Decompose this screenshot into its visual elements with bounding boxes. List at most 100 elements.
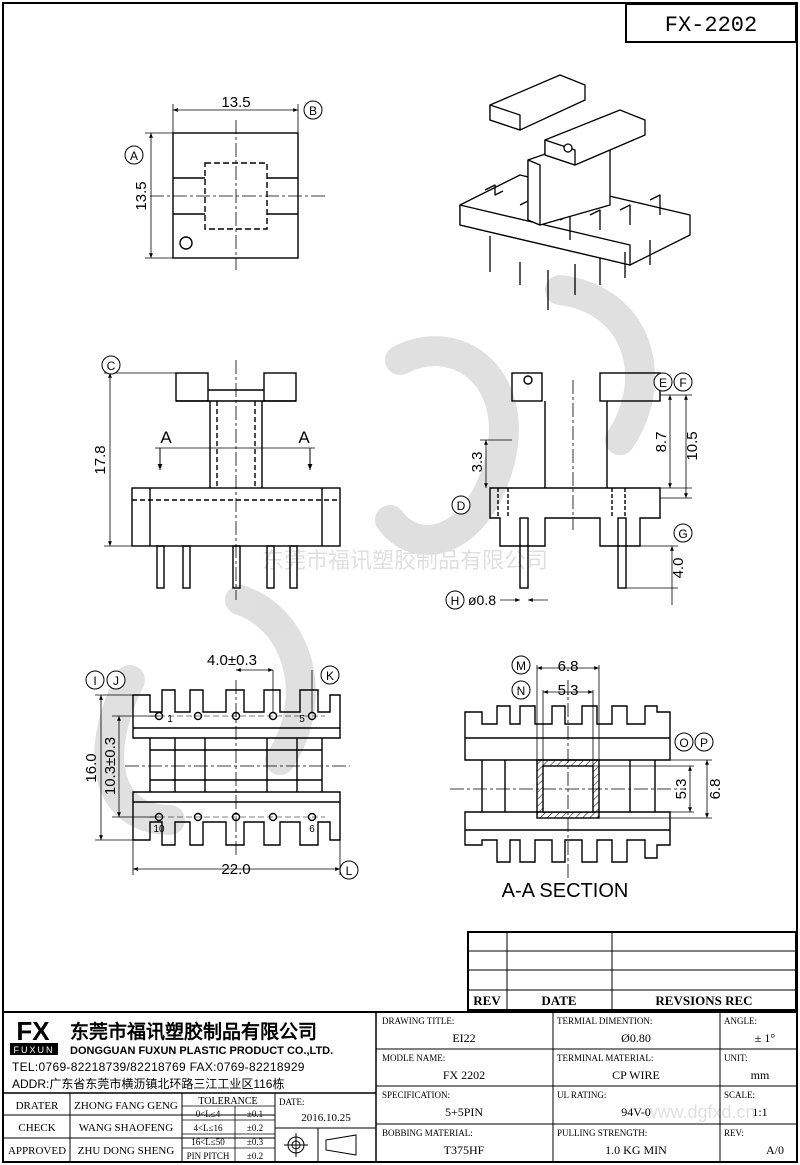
bottom-width-dim: 22.0 <box>221 861 250 878</box>
terminal-material-value: CP WIRE <box>612 1068 660 1082</box>
date-value: 2016.10.25 <box>301 1112 351 1124</box>
name-drater: ZHONG FANG GENG <box>74 1100 178 1112</box>
company-tel: TEL:0769-82218739/82218769 FAX:0769-8221… <box>12 1060 305 1074</box>
datum-g-balloon: G <box>673 523 693 543</box>
tolerance-value-3: ±0.3 <box>247 1137 264 1147</box>
revision-table <box>467 931 797 1011</box>
watermark-url: www.dgfxd.cn <box>643 1102 755 1122</box>
svg-text:H: H <box>451 594 460 608</box>
tolerance-value-1: ±0.1 <box>247 1109 263 1119</box>
role-drater: DRATER <box>16 1100 59 1112</box>
tolerance-range-1: 0<L≤4 <box>196 1109 221 1119</box>
name-approved: ZHU DONG SHENG <box>78 1145 175 1157</box>
side-dim-8-7: 8.7 <box>653 432 670 453</box>
company-name-en: DONGGUAN FUXUN PLASTIC PRODUCT CO.,LTD. <box>70 1045 333 1057</box>
svg-text:N: N <box>517 684 526 698</box>
bobbin-material-value: T375HF <box>444 1143 485 1157</box>
section-dim-6-8-side: 6.8 <box>707 779 724 800</box>
pin-label-6: 6 <box>309 824 315 835</box>
datum-i-balloon: I <box>85 670 105 690</box>
svg-text:O: O <box>679 736 688 750</box>
datum-l-balloon: L <box>339 860 359 880</box>
name-check: WANG SHAOFENG <box>79 1122 173 1134</box>
front-height-dim: 17.8 <box>92 445 109 474</box>
pulling-strength-label: PULLING STRENGTH: <box>557 1128 647 1138</box>
pin-diameter-dim: ø0.8 <box>468 592 496 608</box>
datum-d-balloon: D <box>451 495 471 515</box>
unit-value: mm <box>751 1068 770 1082</box>
datum-n-balloon: N <box>511 680 531 700</box>
side-view <box>480 372 692 605</box>
svg-text:C: C <box>107 359 116 373</box>
svg-text:I: I <box>93 674 96 688</box>
svg-text:D: D <box>457 499 466 513</box>
datum-j-balloon: J <box>106 670 126 690</box>
bobbin-material-label: BOBBING MATERIAL: <box>382 1128 473 1138</box>
unit-label: UNIT: <box>724 1053 748 1063</box>
side-dim-10-5: 10.5 <box>684 431 701 460</box>
svg-text:K: K <box>326 669 334 683</box>
datum-b-balloon: B <box>303 100 323 120</box>
drawing-title-label: DRAWING TITLE: <box>382 1016 454 1026</box>
datum-f-balloon: F <box>673 372 693 392</box>
datum-m-balloon: M <box>511 655 531 675</box>
date-label: DATE: <box>279 1097 305 1107</box>
tolerance-value-4: ±0.2 <box>247 1151 263 1161</box>
datum-c-balloon: C <box>101 355 121 375</box>
specification-value: 5+5PIN <box>445 1105 483 1119</box>
part-number-box: FX-2202 <box>625 3 797 43</box>
title-block-grid <box>3 1011 797 1162</box>
front-view <box>104 360 341 600</box>
section-view <box>450 665 712 880</box>
rev-header-records: REVSIONS REC <box>655 993 752 1008</box>
rev-header-rev: REV <box>473 993 501 1008</box>
company-logo: FX FUXUN <box>10 1016 58 1055</box>
svg-text:M: M <box>516 659 526 673</box>
svg-text:F: F <box>679 376 686 390</box>
pin-label-5: 5 <box>299 714 305 725</box>
projection-symbol-icon <box>284 1133 357 1157</box>
datum-o-balloon: O <box>674 732 694 752</box>
pin-label-10: 10 <box>153 824 165 835</box>
top-width-dim: 13.5 <box>221 94 250 111</box>
angle-label: ANGLE: <box>724 1016 757 1026</box>
section-title: A-A SECTION <box>502 880 629 902</box>
angle-value: ± 1° <box>755 1031 776 1045</box>
model-name-label: MODLE NAME: <box>382 1053 445 1063</box>
side-dim-4-0: 4.0 <box>670 558 687 579</box>
tolerance-title: TOLERANCE <box>198 1096 257 1107</box>
svg-text:L: L <box>346 864 353 878</box>
section-dim-5-3-top: 5.3 <box>558 682 579 699</box>
side-dim-3-3: 3.3 <box>469 452 486 473</box>
top-view <box>145 104 325 270</box>
tolerance-range-2: 4<L≤16 <box>193 1123 223 1133</box>
tolerance-range-4: PIN PITCH <box>187 1151 230 1161</box>
company-address: ADDR:广东省东莞市横沥镇北环路三江工业区116栋 <box>12 1076 284 1091</box>
datum-k-balloon: K <box>320 665 340 685</box>
svg-text:FX: FX <box>16 1016 50 1046</box>
watermark: 东莞市福讯塑胶制品有限公司 www.dgfxd.cn <box>94 275 756 1122</box>
svg-text:G: G <box>678 527 687 541</box>
pin-label-1: 1 <box>167 714 173 725</box>
ul-rating-value: 94V-0 <box>621 1105 651 1119</box>
svg-text:FUXUN: FUXUN <box>14 1045 55 1055</box>
drawing-title-value: EI22 <box>452 1031 475 1045</box>
role-approved: APPROVED <box>8 1145 66 1157</box>
terminal-dimension-value: Ø0.80 <box>621 1031 651 1045</box>
svg-text:B: B <box>309 104 317 118</box>
tolerance-value-2: ±0.2 <box>247 1123 263 1133</box>
watermark-company: 东莞市福讯塑胶制品有限公司 <box>262 548 548 573</box>
datum-e-balloon: E <box>653 372 673 392</box>
rev-value: A/0 <box>766 1143 784 1157</box>
bottom-view <box>95 668 350 875</box>
rev-label: REV: <box>724 1128 744 1138</box>
svg-text:P: P <box>700 736 708 750</box>
section-mark-right: A <box>298 428 310 447</box>
datum-h-balloon: H <box>445 590 465 610</box>
svg-text:A: A <box>130 149 138 163</box>
datum-p-balloon: P <box>694 732 714 752</box>
bottom-depth-dim: 16.0 <box>83 753 100 782</box>
specification-label: SPECIFICATION: <box>382 1090 450 1100</box>
